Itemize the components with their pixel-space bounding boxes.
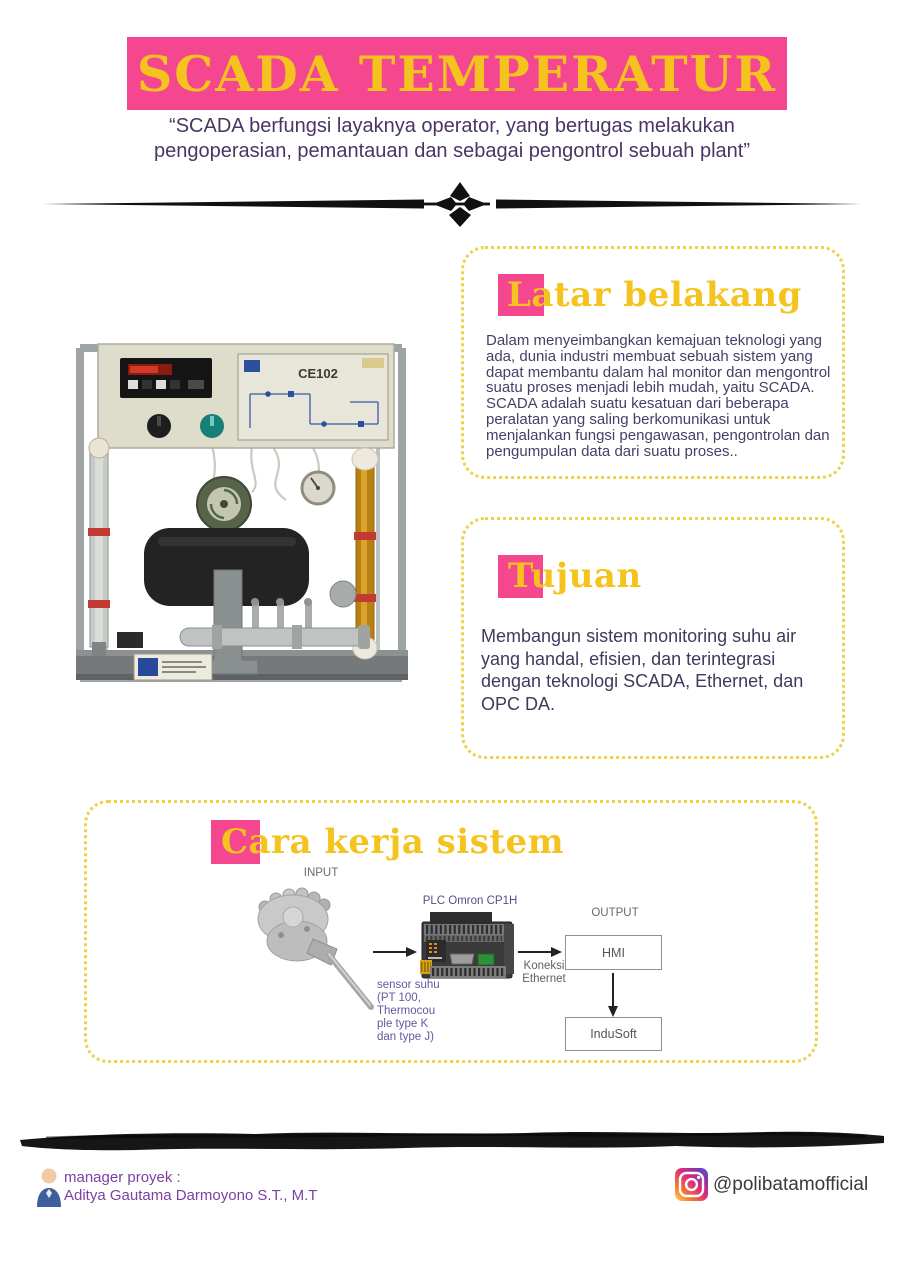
page-title: SCADA TEMPERATUR <box>136 44 778 103</box>
instagram-icon <box>675 1168 708 1201</box>
arrow-right-icon <box>518 947 562 957</box>
arrow-down-icon <box>608 973 618 1017</box>
heading-highlight-square <box>498 274 544 316</box>
ornament-divider <box>42 182 862 227</box>
tujuan-title: Tujuan <box>508 556 642 596</box>
latar-belakang-title: Latar belakang <box>507 275 802 315</box>
title-banner: SCADA TEMPERATUR <box>127 37 787 110</box>
heading-highlight-square <box>498 555 543 598</box>
koneksi-ethernet-label: Koneksi Ethernet <box>522 960 566 985</box>
cara-kerja-title: Cara kerja sistem <box>221 822 565 862</box>
section-latar-belakang: Latar belakang Dalam menyeimbangkan kema… <box>461 246 845 479</box>
manager-name: Aditya Gautama Darmoyono S.T., M.T <box>64 1187 318 1204</box>
indusoft-node: InduSoft <box>565 1017 662 1051</box>
section-tujuan: Tujuan Membangun sistem monitoring suhu … <box>461 517 845 759</box>
diamond-ornament-icon <box>433 182 487 227</box>
quote-line-2: pengoperasian, pemantauan dan sebagai pe… <box>153 140 751 162</box>
quote: “SCADA berfungsi layaknya operator, yang… <box>0 114 904 164</box>
brush-stroke-divider <box>20 1131 884 1151</box>
diagram-output-label: OUTPUT <box>591 907 639 919</box>
hmi-node: HMI <box>565 935 662 970</box>
section-cara-kerja: Cara kerja sistem INPUT PLC Omron CP1H <box>84 800 818 1063</box>
quote-line-1: “SCADA berfungsi layaknya operator, yang… <box>169 115 735 137</box>
equipment-model-label: CE102 <box>298 366 338 381</box>
instagram-handle: @polibatamofficial <box>713 1174 869 1195</box>
heading-highlight-square <box>211 820 260 864</box>
sensor-caption: sensor suhu (PT 100, Thermocou ple type … <box>377 979 440 1043</box>
latar-belakang-body: Dalam menyeimbangkan kemajuan teknologi … <box>486 332 831 460</box>
diagram-plc-label: PLC Omron CP1H <box>422 895 518 907</box>
manager-role-label: manager proyek : <box>64 1169 181 1186</box>
diagram-input-label: INPUT <box>303 867 339 879</box>
plc-illustration <box>420 912 514 979</box>
thermocouple-sensor-illustration <box>257 887 374 1010</box>
arrow-right-icon <box>373 947 417 957</box>
person-icon <box>37 1168 61 1207</box>
equipment-photo: CE102 <box>62 332 420 692</box>
tujuan-body: Membangun sistem monitoring suhu air yan… <box>481 626 804 714</box>
